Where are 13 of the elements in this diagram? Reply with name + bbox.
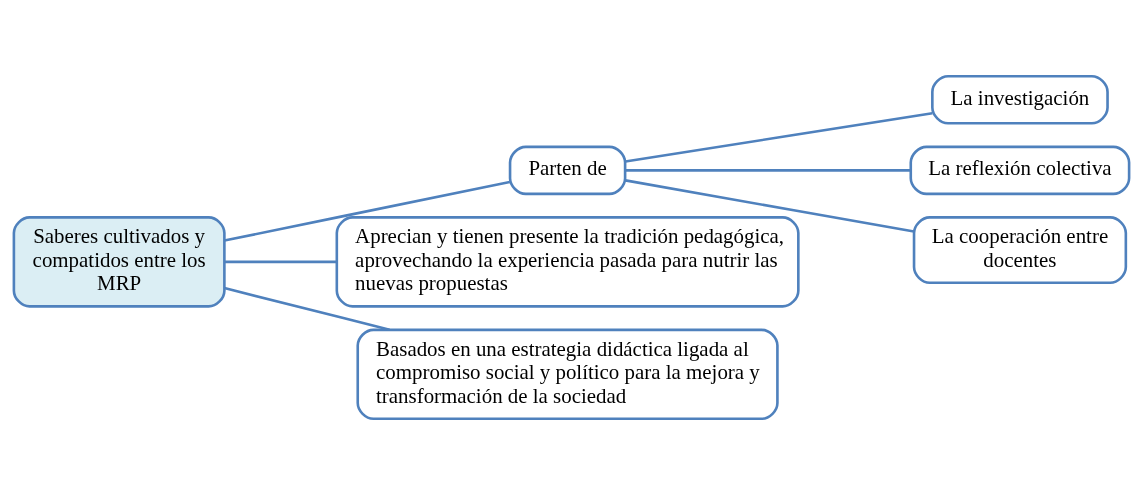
node-box: La investigación (931, 74, 1109, 125)
connector (625, 179, 915, 233)
node-box: Basados en una estrategia didáctica ligada al compromiso social y político para la mejora y transformación de la sociedad (356, 328, 779, 421)
node-box: Parten de (508, 145, 627, 196)
node-box: La reflexión colectiva (909, 145, 1131, 196)
connector (224, 180, 511, 242)
connector (625, 169, 911, 172)
connector (625, 112, 933, 163)
connector (224, 260, 337, 264)
node-box: La cooperación entre docentes (912, 216, 1128, 285)
connector (224, 286, 390, 332)
node-box: Aprecian y tienen presente la tradición pedagógica, aprovechando la experiencia pasada para nutrir las nuevas propuestas (335, 216, 800, 308)
node-box: Saberes cultivados y compatidos entre los MRP (12, 216, 226, 308)
